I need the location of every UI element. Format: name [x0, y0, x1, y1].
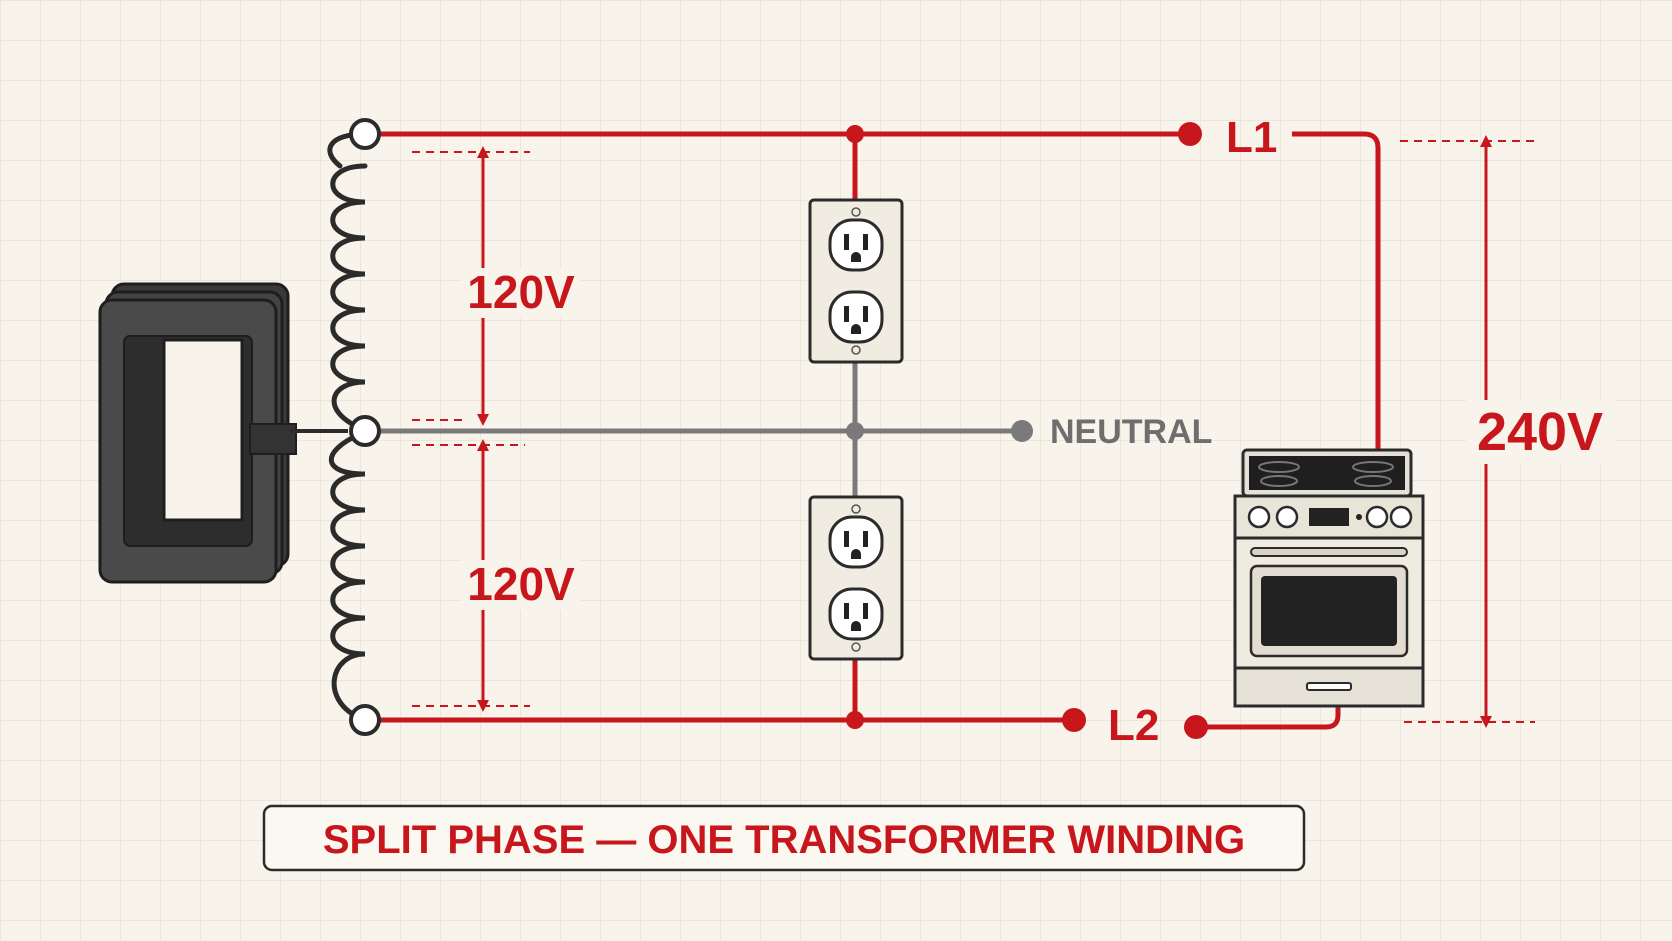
upper-voltage-dimension: [412, 146, 580, 426]
range-l2-terminal-dot: [1184, 715, 1208, 739]
coil-top-terminal: [349, 118, 381, 150]
coil-bottom-terminal: [349, 704, 381, 736]
transformer-core-icon: [98, 282, 297, 584]
caption-box: [262, 804, 1306, 872]
l1-label: L1: [1226, 113, 1277, 162]
l1-junction-dot: [846, 125, 864, 143]
l1-terminal-dot: [1178, 122, 1202, 146]
caption-text: SPLIT PHASE — ONE TRANSFORMER WINDING: [323, 818, 1245, 862]
neutral-terminal-dot: [1011, 420, 1033, 442]
duplex-outlet-icon: [808, 198, 904, 364]
neutral-label: NEUTRAL: [1050, 413, 1212, 451]
l2-label: L2: [1108, 701, 1159, 750]
l1-bus-wire: [365, 131, 1381, 450]
duplex-outlet-icon: [808, 495, 904, 661]
total-voltage-label: 240V: [1477, 402, 1603, 462]
upper-voltage-label: 120V: [467, 266, 575, 318]
l2-terminal-dot: [1062, 708, 1086, 732]
electric-range-icon: [1233, 448, 1425, 708]
lower-voltage-dimension: [412, 439, 580, 712]
lower-voltage-label: 120V: [467, 558, 575, 610]
coil-center-tap-terminal: [349, 415, 381, 447]
l2-junction-dot: [846, 711, 864, 729]
neutral-junction-dot: [846, 422, 864, 440]
total-voltage-dimension: [1400, 135, 1616, 728]
l2-bus-wire: [365, 705, 1341, 730]
